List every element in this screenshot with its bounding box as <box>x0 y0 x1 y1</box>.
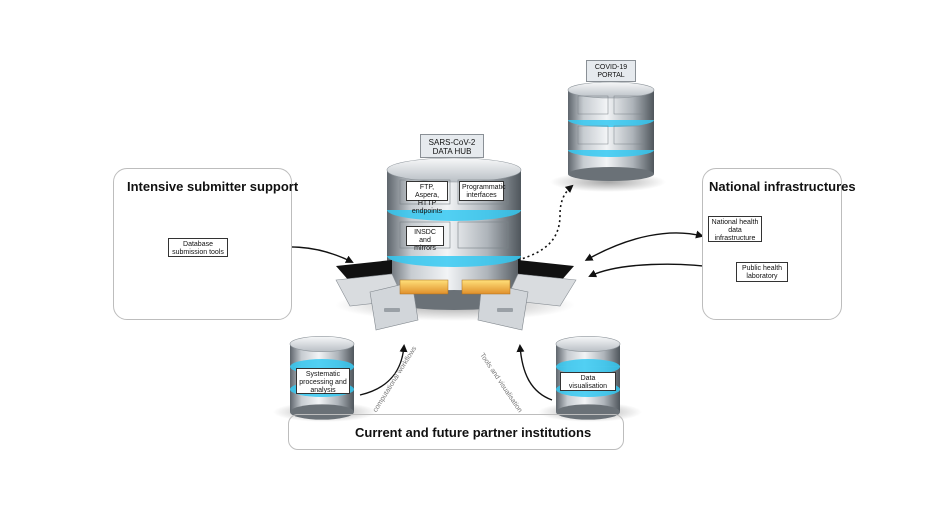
hub-drawer-insdc-label: INSDC and mirrors <box>406 226 444 252</box>
national-health-data-label: National health data infrastructure <box>708 216 762 242</box>
visualisation-to-hub-arrow <box>516 344 553 401</box>
hub-open-drawers <box>335 260 577 331</box>
portal-title-sign: COVID-19 PORTAL <box>586 60 636 82</box>
portal-server <box>567 81 655 181</box>
hub-drawer-programmatic-label: Programmatic interfaces <box>459 181 506 201</box>
systematic-processing-label: Systematic processing and analysis <box>296 368 350 394</box>
data-visualisation-label: Data visualisation <box>560 372 616 391</box>
partner-institutions-panel: Current and future partner institutions <box>288 414 624 450</box>
hub-to-portal-dotted-arrow <box>517 184 574 261</box>
national-infrastructures-panel: National infrastructures <box>702 168 856 320</box>
hub-national-bidirectional-arrow <box>584 230 704 261</box>
hub-drawer-ftp-label: FTP, Aspera, HTTP endpoints <box>406 181 448 215</box>
hub-title-sign: SARS-CoV-2 DATA HUB <box>420 134 484 158</box>
partner-institutions-title: Current and future partner institutions <box>355 425 592 440</box>
database-submission-tools-label: Database submission tools <box>168 238 228 257</box>
public-health-laboratory-label: Public health laboratory <box>736 262 788 282</box>
submitter-support-title: Intensive submitter support <box>127 179 299 194</box>
public-health-to-hub-arrow <box>588 263 721 278</box>
systematic-to-hub-arrow <box>359 344 408 396</box>
national-infrastructures-title: National infrastructures <box>709 179 856 194</box>
